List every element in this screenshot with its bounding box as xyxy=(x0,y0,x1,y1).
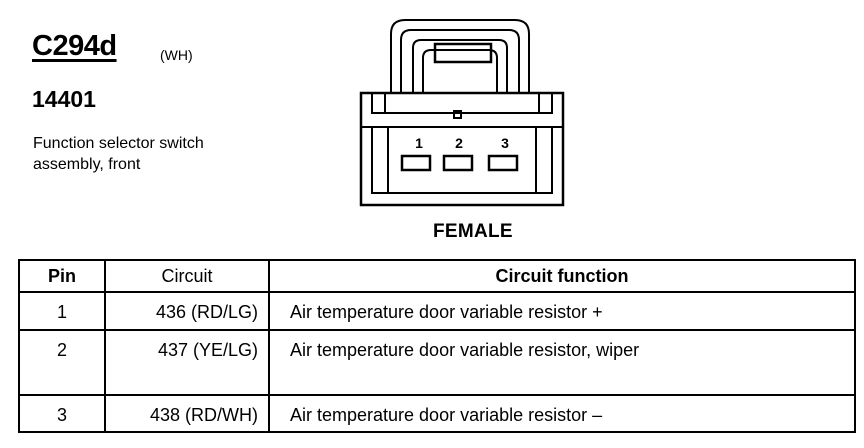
pin-label-3: 3 xyxy=(501,135,509,151)
pin-label-2: 2 xyxy=(455,135,463,151)
circuit-function: Air temperature door variable resistor + xyxy=(268,291,856,331)
wire-color-code: (WH) xyxy=(160,47,193,63)
pin-cavity-2 xyxy=(442,154,474,172)
table-row: 3 438 (RD/WH) Air temperature door varia… xyxy=(18,394,856,433)
pin-cavity-1 xyxy=(400,154,432,172)
table-row: 2 437 (YE/LG) Air temperature door varia… xyxy=(18,329,856,396)
connector-description: Function selector switch assembly, front xyxy=(33,135,204,173)
table-header-row: Pin Circuit Circuit function xyxy=(18,259,856,293)
circuit-code: 438 (RD/WH) xyxy=(104,394,270,433)
circuit-function: Air temperature door variable resistor, … xyxy=(268,329,856,396)
pin-number: 1 xyxy=(18,291,106,331)
pin-table: Pin Circuit Circuit function 1 436 (RD/L… xyxy=(18,259,856,433)
pin-label-1: 1 xyxy=(415,135,423,151)
connector-gender-label: FEMALE xyxy=(433,221,513,242)
pin-number: 2 xyxy=(18,329,106,396)
connector-latch xyxy=(390,19,530,93)
header-circuit: Circuit xyxy=(104,259,270,293)
pin-number: 3 xyxy=(18,394,106,433)
connector-face-diagram: 1 2 3 xyxy=(359,19,565,207)
circuit-function: Air temperature door variable resistor – xyxy=(268,394,856,433)
circuit-code: 436 (RD/LG) xyxy=(104,291,270,331)
pin-cavity-3 xyxy=(487,154,519,172)
part-number: 14401 xyxy=(32,86,96,112)
table-row: 1 436 (RD/LG) Air temperature door varia… xyxy=(18,291,856,331)
key-mark xyxy=(453,110,462,119)
header-pin: Pin xyxy=(18,259,106,293)
connector-id: C294d xyxy=(32,30,117,62)
circuit-code: 437 (YE/LG) xyxy=(104,329,270,396)
header-circuit-function: Circuit function xyxy=(268,259,856,293)
